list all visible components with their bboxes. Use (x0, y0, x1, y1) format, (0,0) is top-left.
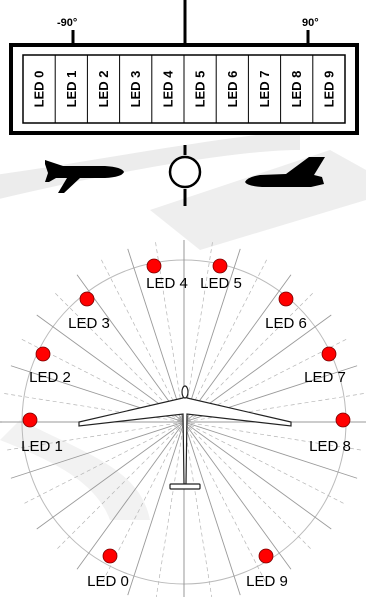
led-label-3: LED 3 (68, 315, 110, 332)
led-point-6 (278, 291, 294, 307)
led-label-7: LED 7 (304, 369, 346, 386)
left-angle-label: -90° (57, 17, 77, 29)
strip-cell-label: LED 3 (128, 71, 143, 108)
led-point-2 (35, 346, 51, 362)
led-point-0 (102, 548, 118, 564)
led-label-5: LED 5 (200, 275, 242, 292)
strip-cell-label: LED 4 (160, 70, 175, 108)
strip-cell-label: LED 7 (257, 71, 272, 108)
led-points: LED 0 LED 1 LED 2 LED 3 LED 4 LED 5 LED 6 LED 7… (21, 258, 351, 590)
led-label-9: LED 9 (246, 573, 288, 590)
glider-icon (78, 385, 292, 490)
led-point-4 (146, 258, 162, 274)
strip-cell-label: LED 0 (32, 71, 47, 108)
strip-cell-label: LED 1 (64, 71, 79, 108)
direction-row (45, 145, 325, 206)
led-strip: -90° 90° LED 0 LED 1 LED 2 LED 3 LED 4 LED 5 L… (9, 0, 359, 135)
coverage-diagram: LED 0 LED 1 LED 2 LED 3 LED 4 LED 5 LED 6 LED 7… (0, 240, 366, 602)
airplane-right-icon (245, 157, 325, 187)
watermark (0, 130, 366, 520)
right-angle-label: 90° (302, 17, 319, 29)
center-indicator (168, 145, 202, 206)
led-label-8: LED 8 (309, 438, 351, 455)
led-point-1 (22, 412, 38, 428)
strip-cell-label: LED 8 (289, 71, 304, 108)
sector-ray (55, 293, 313, 551)
strip-cell-label: LED 5 (193, 71, 208, 108)
led-label-6: LED 6 (265, 315, 307, 332)
led-point-9 (258, 548, 274, 564)
led-label-4: LED 4 (146, 275, 188, 292)
strip-cell-label: LED 9 (321, 71, 336, 108)
led-point-3 (79, 291, 95, 307)
led-label-1: LED 1 (21, 438, 63, 455)
led-label-2: LED 2 (29, 369, 71, 386)
led-point-8 (335, 412, 351, 428)
airplane-left-icon (45, 160, 124, 193)
led-point-7 (321, 346, 337, 362)
strip-cell-label: LED 6 (225, 71, 240, 108)
strip-cell-label: LED 2 (96, 71, 111, 108)
led-label-0: LED 0 (87, 573, 129, 590)
led-point-5 (212, 258, 228, 274)
